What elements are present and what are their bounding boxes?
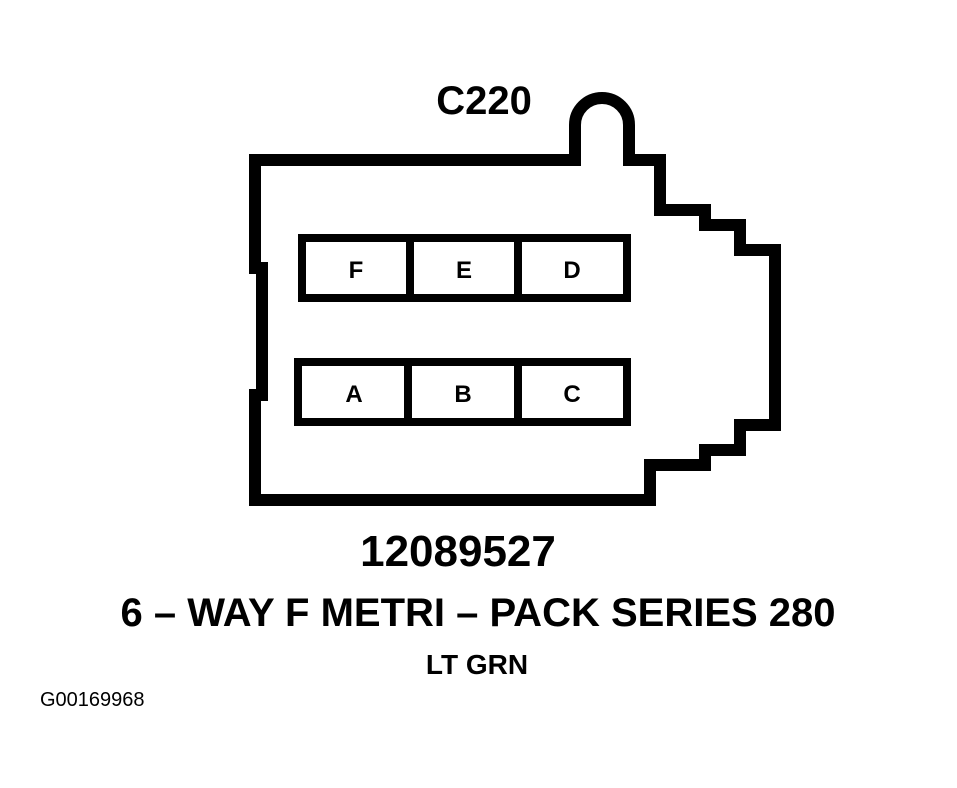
pin-d-label: D <box>563 257 580 284</box>
pin-row-top: F E D <box>298 234 631 302</box>
connector-housing <box>249 92 781 506</box>
connector-description: 6 – WAY F METRI – PACK SERIES 280 <box>120 591 835 635</box>
pin-row-bottom-frame <box>294 358 631 426</box>
pin-b-label: B <box>454 381 471 408</box>
pin-f-label: F <box>349 257 364 284</box>
figure-reference: G00169968 <box>40 689 145 711</box>
pin-row-bottom: A B C <box>294 358 631 426</box>
part-number: 12089527 <box>360 527 556 576</box>
pin-c-label: C <box>563 381 580 408</box>
pin-row-top-frame <box>298 234 631 302</box>
connector-color: LT GRN <box>426 649 528 680</box>
pin-a-label: A <box>345 381 362 408</box>
pin-e-label: E <box>456 257 472 284</box>
connector-id: C220 <box>436 79 532 123</box>
